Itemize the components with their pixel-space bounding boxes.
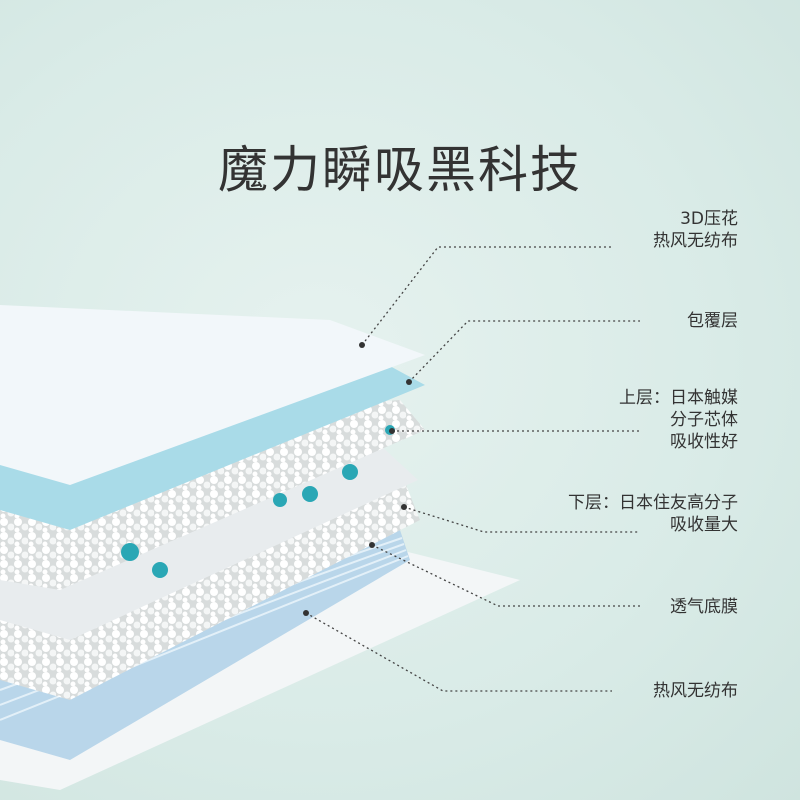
page-title: 魔力瞬吸黑科技 xyxy=(218,141,582,199)
layer-lower-core xyxy=(0,470,420,700)
leader-lines xyxy=(305,246,640,692)
layer-bottom-nonwoven xyxy=(0,550,520,790)
label-upper-core: 上层：日本触媒分子芯体吸收性好 xyxy=(619,388,738,452)
label-lower-core: 下层：日本住友高分子吸收量大 xyxy=(568,493,738,535)
label-bottom-nonwoven: 热风无纺布 xyxy=(653,681,738,701)
label-wrap-layer: 包覆层 xyxy=(687,311,738,331)
layer-top-3d xyxy=(0,305,425,485)
absorption-beads xyxy=(121,425,395,578)
label-breathable-film: 透气底膜 xyxy=(670,597,738,617)
label-top-layer: 3D压花热风无纺布 xyxy=(653,209,738,251)
